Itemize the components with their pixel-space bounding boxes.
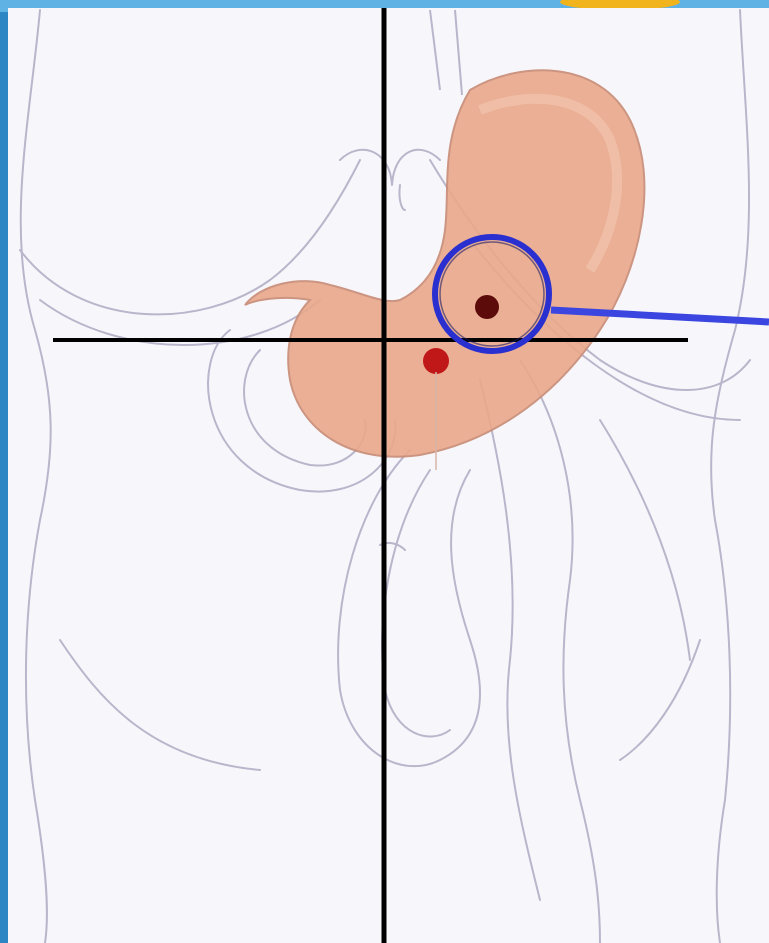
marker-point-red — [423, 348, 449, 374]
marker-point-dark — [475, 295, 499, 319]
